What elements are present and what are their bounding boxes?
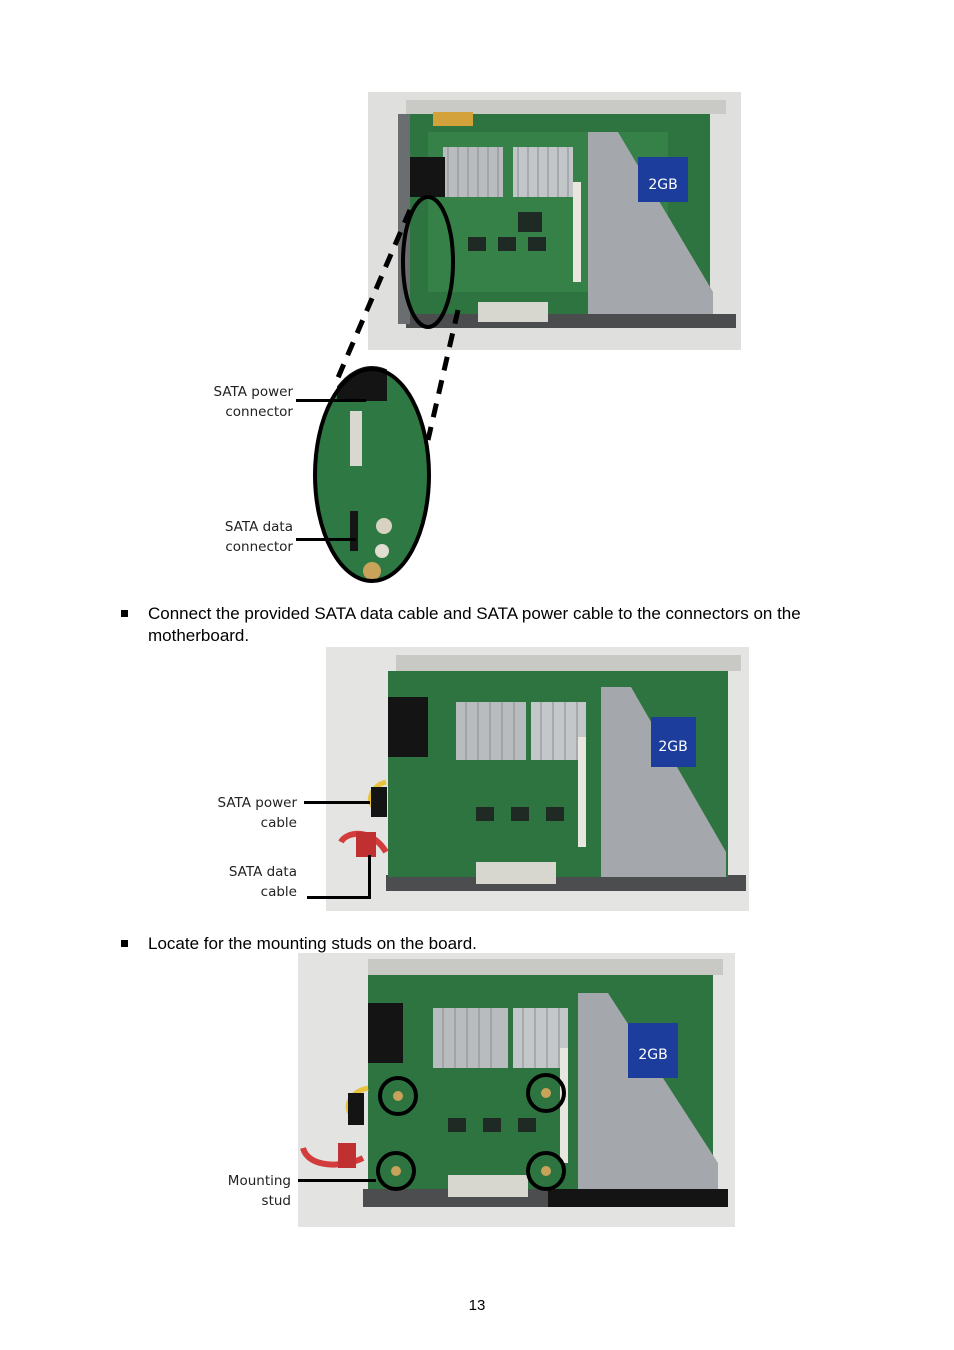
sata-data-connector-leader (296, 538, 356, 541)
sata-data-cable-label: SATA data cable (228, 864, 297, 900)
step-locate-studs: Locate for the mounting studs on the boa… (121, 933, 881, 957)
sata-data-cable-leader-vertical (368, 855, 371, 899)
mounting-stud-leader (298, 1179, 376, 1182)
step-connect-text: Connect the provided SATA data cable and… (148, 604, 801, 645)
page-number: 13 (468, 1297, 486, 1314)
sata-power-cable-label: SATA power cable (217, 795, 297, 831)
bullet-square-icon (121, 610, 128, 617)
sata-data-connector-label: SATA data connector (224, 519, 293, 555)
motherboard-photo-top: 2GB (368, 92, 741, 350)
sata-power-connector-leader (296, 399, 366, 402)
sata-power-cable-leader (304, 801, 370, 804)
mounting-stud-label: Mounting stud (227, 1173, 291, 1209)
motherboard-cables-photo: 2GB (326, 647, 749, 911)
sata-data-cable-leader (307, 896, 371, 899)
cf-card-capacity-text: 2GB (658, 739, 687, 755)
bullet-square-icon (121, 940, 128, 947)
step-connect-cables: Connect the provided SATA data cable and… (121, 603, 881, 649)
cf-card-capacity-text: 2GB (638, 1047, 667, 1063)
sata-power-connector-label: SATA power connector (213, 384, 293, 420)
connector-closeup-photo (312, 366, 432, 584)
step-locate-text: Locate for the mounting studs on the boa… (148, 934, 477, 953)
cf-card-capacity-text: 2GB (648, 177, 677, 193)
mounting-studs-photo: 2GB (298, 953, 735, 1227)
